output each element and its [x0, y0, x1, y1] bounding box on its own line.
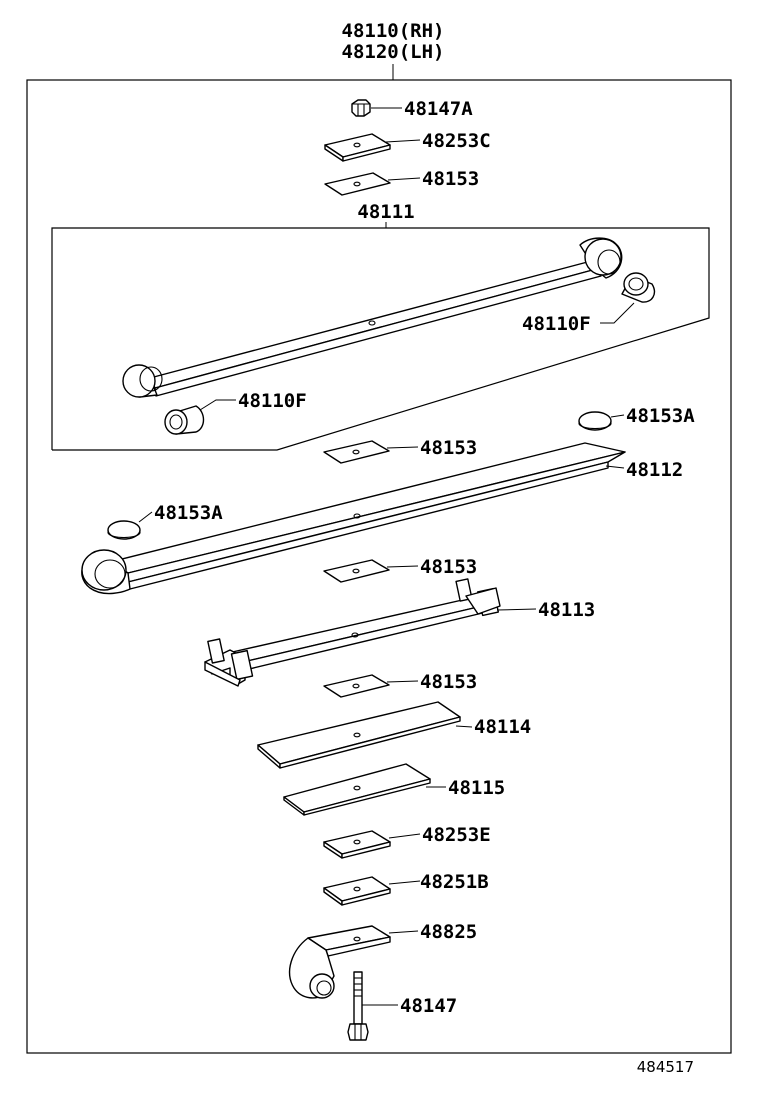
second-leaf-part: [81, 442, 626, 595]
pad-3-leader: [386, 565, 419, 568]
second-leaf-leader: [605, 465, 625, 469]
assembly-label-rh: 48110(RH): [342, 20, 445, 42]
fourth-leaf-part: [257, 701, 461, 769]
plate-c-label: 48253C: [422, 130, 491, 152]
subassembly-label: 48111: [357, 201, 414, 223]
plate-b-label: 48251B: [420, 871, 489, 893]
pad-2-part: [323, 440, 390, 464]
bushing-front-leader: [199, 399, 236, 411]
bushing-rear-leader: [600, 302, 635, 324]
cap-right-leader: [610, 414, 625, 418]
figure-reference: 484517: [637, 1058, 694, 1076]
cap-left-part: [107, 520, 141, 540]
pad-1-part: [324, 172, 391, 196]
third-leaf-label: 48113: [538, 599, 595, 621]
pad-1-label: 48153: [422, 168, 479, 190]
plate-e-part: [323, 830, 391, 859]
third-leaf-part: [204, 578, 501, 687]
pad-2-leader: [386, 446, 419, 449]
pad-4-label: 48153: [420, 671, 477, 693]
plate-b-leader: [388, 880, 421, 885]
cap-right-label: 48153A: [626, 405, 695, 427]
bushing-rear-part: [621, 272, 656, 303]
plate-e-leader: [388, 833, 421, 839]
cap-left-leader: [138, 511, 153, 523]
subassembly-frame: [51, 227, 710, 451]
fifth-leaf-part: [283, 763, 431, 816]
fourth-leaf-leader: [455, 725, 473, 728]
nut-label: 48147A: [404, 98, 473, 120]
fourth-leaf-label: 48114: [474, 716, 531, 738]
assembly-label-lh: 48120(LH): [342, 41, 445, 63]
nut-part: [351, 99, 371, 117]
bushing-rear-label: 48110F: [522, 313, 591, 335]
shackle-label: 48825: [420, 921, 477, 943]
plate-c-leader: [385, 139, 421, 143]
bolt-label: 48147: [400, 995, 457, 1017]
second-leaf-label: 48112: [626, 459, 683, 481]
third-leaf-leader: [496, 608, 537, 611]
bushing-front-part: [164, 405, 205, 435]
bushing-front-label: 48110F: [238, 390, 307, 412]
pad-3-label: 48153: [420, 556, 477, 578]
cap-right-part: [578, 411, 612, 431]
fifth-leaf-label: 48115: [448, 777, 505, 799]
pad-4-leader: [386, 680, 419, 683]
pad-1-leader: [387, 177, 421, 181]
main-leaf-part: [122, 237, 623, 398]
cap-left-label: 48153A: [154, 502, 223, 524]
plate-b-part: [323, 876, 391, 906]
shackle-part: [289, 925, 391, 999]
plate-c-part: [324, 133, 391, 162]
bolt-part: [347, 971, 369, 1041]
pad-2-label: 48153: [420, 437, 477, 459]
pad-4-part: [323, 674, 390, 698]
assembly-frame: [26, 79, 732, 1054]
plate-e-label: 48253E: [422, 824, 491, 846]
pad-3-part: [323, 559, 390, 583]
shackle-leader: [388, 930, 419, 934]
